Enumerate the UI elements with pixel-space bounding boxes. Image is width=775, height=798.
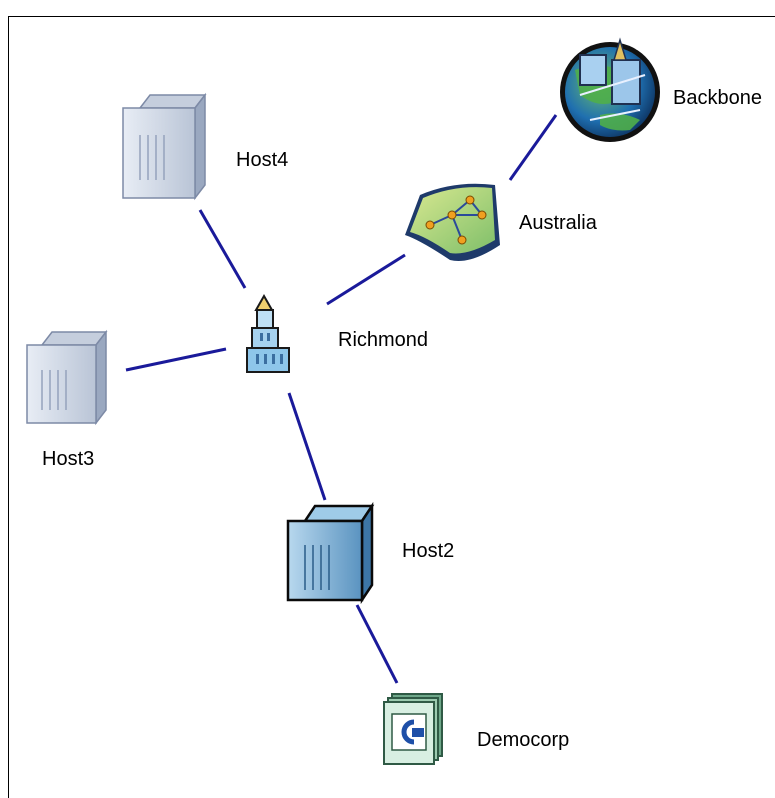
node-label-australia: Australia: [519, 212, 598, 234]
node-label-host3: Host3: [42, 448, 94, 470]
server-icon: [286, 501, 375, 605]
link-richmond-host2: [287, 392, 327, 501]
map-network-icon: [405, 183, 500, 261]
node-label-host2: Host2: [402, 540, 454, 562]
node-host3[interactable]: Host3: [26, 329, 108, 470]
link-backbone-australia: [508, 114, 558, 181]
links: [125, 114, 558, 684]
building-icon: [246, 293, 290, 373]
server-icon: [122, 92, 207, 201]
top-strip: [0, 0, 775, 16]
server-icon: [26, 329, 108, 426]
link-host2-democorp: [355, 604, 399, 684]
link-host4-richmond: [198, 209, 247, 289]
node-label-backbone: Backbone: [673, 87, 762, 109]
globe-building-icon: [560, 37, 660, 142]
node-host4[interactable]: Host4: [122, 92, 288, 201]
company-logo-icon: [383, 693, 443, 765]
node-democorp[interactable]: Democorp: [383, 693, 569, 765]
link-host3-richmond: [125, 347, 227, 372]
node-australia[interactable]: Australia: [405, 183, 598, 261]
node-backbone[interactable]: Backbone: [560, 37, 762, 142]
node-label-richmond: Richmond: [338, 329, 428, 351]
node-host2[interactable]: Host2: [286, 501, 454, 605]
node-label-democorp: Democorp: [477, 729, 569, 751]
node-label-host4: Host4: [236, 149, 288, 171]
node-richmond[interactable]: Richmond: [246, 293, 428, 373]
link-australia-richmond: [326, 253, 406, 306]
